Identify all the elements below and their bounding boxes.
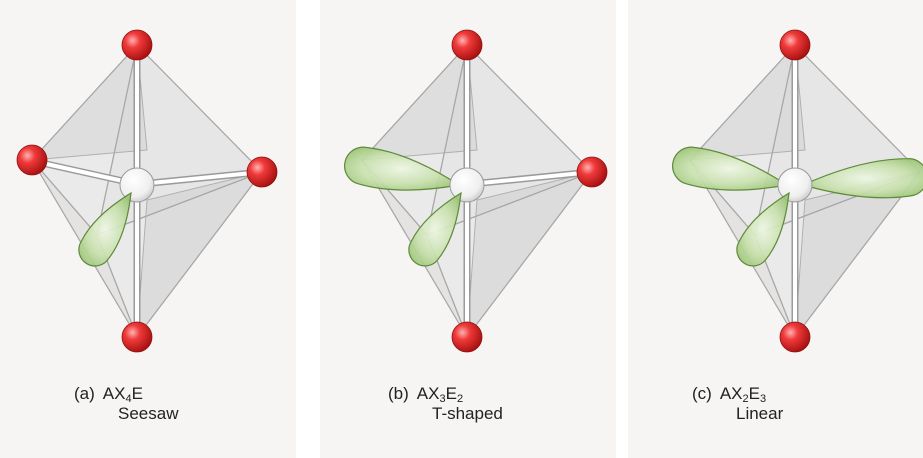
- caption-c: (c) AX2E3 Linear: [692, 384, 783, 424]
- formula: AX2E3: [720, 384, 766, 404]
- formula: AX3E2: [417, 384, 463, 404]
- caption-a: (a) AX4E Seesaw: [74, 384, 178, 424]
- formula: AX4E: [103, 384, 143, 404]
- caption-letter: (c): [692, 384, 712, 404]
- equatorial-atom-right: [577, 157, 607, 187]
- shape-name: Seesaw: [74, 404, 178, 424]
- axial-atom-bottom: [780, 322, 810, 352]
- equatorial-atom-left: [17, 145, 47, 175]
- shape-name: Linear: [692, 404, 783, 424]
- axial-atom-top: [122, 30, 152, 60]
- axial-atom-bottom: [452, 322, 482, 352]
- equatorial-atom-right: [247, 157, 277, 187]
- axial-atom-bottom: [122, 322, 152, 352]
- axial-atom-top: [780, 30, 810, 60]
- caption-letter: (b): [388, 384, 409, 404]
- molecule-b: [345, 30, 607, 352]
- bipyramid-face: [32, 45, 147, 160]
- bipyramid-face: [362, 45, 477, 160]
- molecule-drawings: [0, 0, 923, 390]
- bipyramid-face: [690, 45, 805, 160]
- molecule-a: [17, 30, 277, 352]
- molecule-c: [673, 30, 923, 352]
- caption-letter: (a): [74, 384, 95, 404]
- shape-name: T-shaped: [388, 404, 503, 424]
- axial-atom-top: [452, 30, 482, 60]
- caption-b: (b) AX3E2 T-shaped: [388, 384, 503, 424]
